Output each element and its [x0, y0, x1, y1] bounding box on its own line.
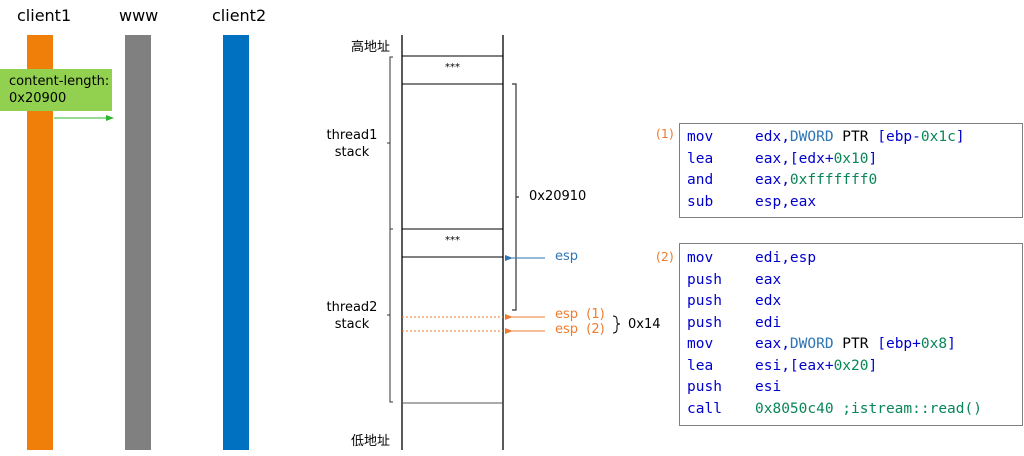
- thread2-bracket: [387, 228, 393, 403]
- code-operand: 0x1c: [920, 129, 956, 145]
- delta-brace: [612, 315, 621, 334]
- code-operand: esi: [755, 379, 782, 395]
- code-mnemonic: call: [687, 400, 722, 417]
- code-operand: ]: [868, 150, 878, 167]
- esp1-label: esp (1): [555, 307, 605, 322]
- code-operand: ]: [868, 357, 878, 374]
- code-operand: eax: [755, 271, 782, 288]
- size-label: 0x20910: [529, 189, 587, 204]
- code-line: mov eax,DWORD PTR [ebp+0x8]: [680, 334, 1022, 356]
- code-operand: PTR: [833, 336, 878, 352]
- code-line: mov edx,DWORD PTR [ebp-0x1c]: [680, 127, 1022, 149]
- code-operand: esi,[eax+: [755, 357, 834, 374]
- code-operand: eax,: [755, 172, 790, 188]
- code-operand: edx: [755, 293, 782, 309]
- lane-label-client1: client1: [17, 6, 72, 25]
- code-operand: edi: [755, 314, 782, 331]
- code-mnemonic: push: [687, 271, 722, 288]
- code-line: lea eax,[edx+0x10]: [680, 149, 1022, 171]
- code-operand: 0x20: [833, 357, 869, 374]
- code-operand: edi,esp: [755, 250, 817, 266]
- code-mnemonic: lea: [687, 150, 714, 167]
- low-address-label: 低地址: [351, 434, 391, 449]
- code-line: and eax,0xfffffff0: [680, 170, 1022, 192]
- thread2-label-line2: stack: [334, 317, 370, 332]
- code-line: call 0x8050c40 ;istream::read(): [680, 399, 1022, 421]
- content-length-note: content-length: 0x20900: [0, 69, 112, 111]
- code-operand: [ebp-: [877, 129, 921, 145]
- note-line1: content-length:: [9, 74, 110, 89]
- thread2-label: thread2 stack: [322, 299, 382, 333]
- thread1-label-line2: stack: [334, 145, 370, 160]
- code-line: lea esi,[eax+0x20]: [680, 356, 1022, 378]
- stack-cell-mid: ***: [445, 235, 460, 246]
- lane-label-www: www: [119, 6, 159, 25]
- code-line: push edx: [680, 291, 1022, 313]
- high-address-label: 高地址: [351, 40, 391, 55]
- code-operand: esp,eax: [755, 193, 817, 210]
- code-line: push edi: [680, 313, 1022, 335]
- code-operand: ]: [955, 129, 965, 145]
- delta-label: 0x14: [628, 317, 661, 332]
- lane-bar-client2: [223, 35, 249, 450]
- code-operand: 0x10: [833, 150, 869, 167]
- lane-label-client2: client2: [212, 6, 267, 25]
- code-block-2: mov edi,esp push eax push edx push edi mov eax,DW…: [679, 243, 1023, 426]
- code-line: push eax: [680, 270, 1022, 292]
- code-line: sub esp,eax: [680, 192, 1022, 214]
- thread1-label-line1: thread1: [326, 128, 378, 143]
- code-operand: 0x8: [920, 336, 948, 352]
- code1-tag: (1): [656, 126, 674, 141]
- code-line: mov edi,esp: [680, 248, 1022, 270]
- code-mnemonic: mov: [687, 129, 714, 145]
- code-mnemonic: push: [687, 379, 722, 395]
- code-operand: eax,: [755, 336, 790, 352]
- code-operand: ]: [947, 336, 956, 352]
- code-mnemonic: mov: [687, 250, 714, 266]
- lane-bar-www: [125, 35, 151, 450]
- code-operand: PTR: [833, 129, 878, 145]
- code-operand: [ebp+: [877, 336, 921, 352]
- note-line2: 0x20900: [9, 91, 67, 106]
- code-line: push esi: [680, 377, 1022, 399]
- code-mnemonic: lea: [687, 357, 714, 374]
- code-operand: 0x8050c40 ;istream::read(): [755, 400, 982, 417]
- thread1-bracket: [387, 56, 393, 230]
- stack-cell-top: ***: [445, 62, 460, 73]
- code-operand: DWORD: [789, 336, 834, 352]
- code2-tag: (2): [656, 249, 674, 264]
- code-operand: 0xfffffff0: [789, 172, 878, 188]
- code-mnemonic: push: [687, 314, 722, 331]
- thread1-label: thread1 stack: [322, 127, 382, 161]
- code-mnemonic: sub: [687, 193, 714, 210]
- esp-label: esp: [555, 249, 579, 264]
- code-operand: DWORD: [789, 129, 834, 145]
- code-operand: eax,[edx+: [755, 150, 834, 167]
- code-mnemonic: mov: [687, 336, 714, 352]
- size-bracket: [512, 83, 519, 311]
- thread2-label-line1: thread2: [326, 300, 378, 315]
- code-mnemonic: and: [687, 172, 714, 188]
- esp2-label: esp (2): [555, 322, 605, 337]
- code-mnemonic: push: [687, 293, 722, 309]
- code-operand: edx,: [755, 129, 790, 145]
